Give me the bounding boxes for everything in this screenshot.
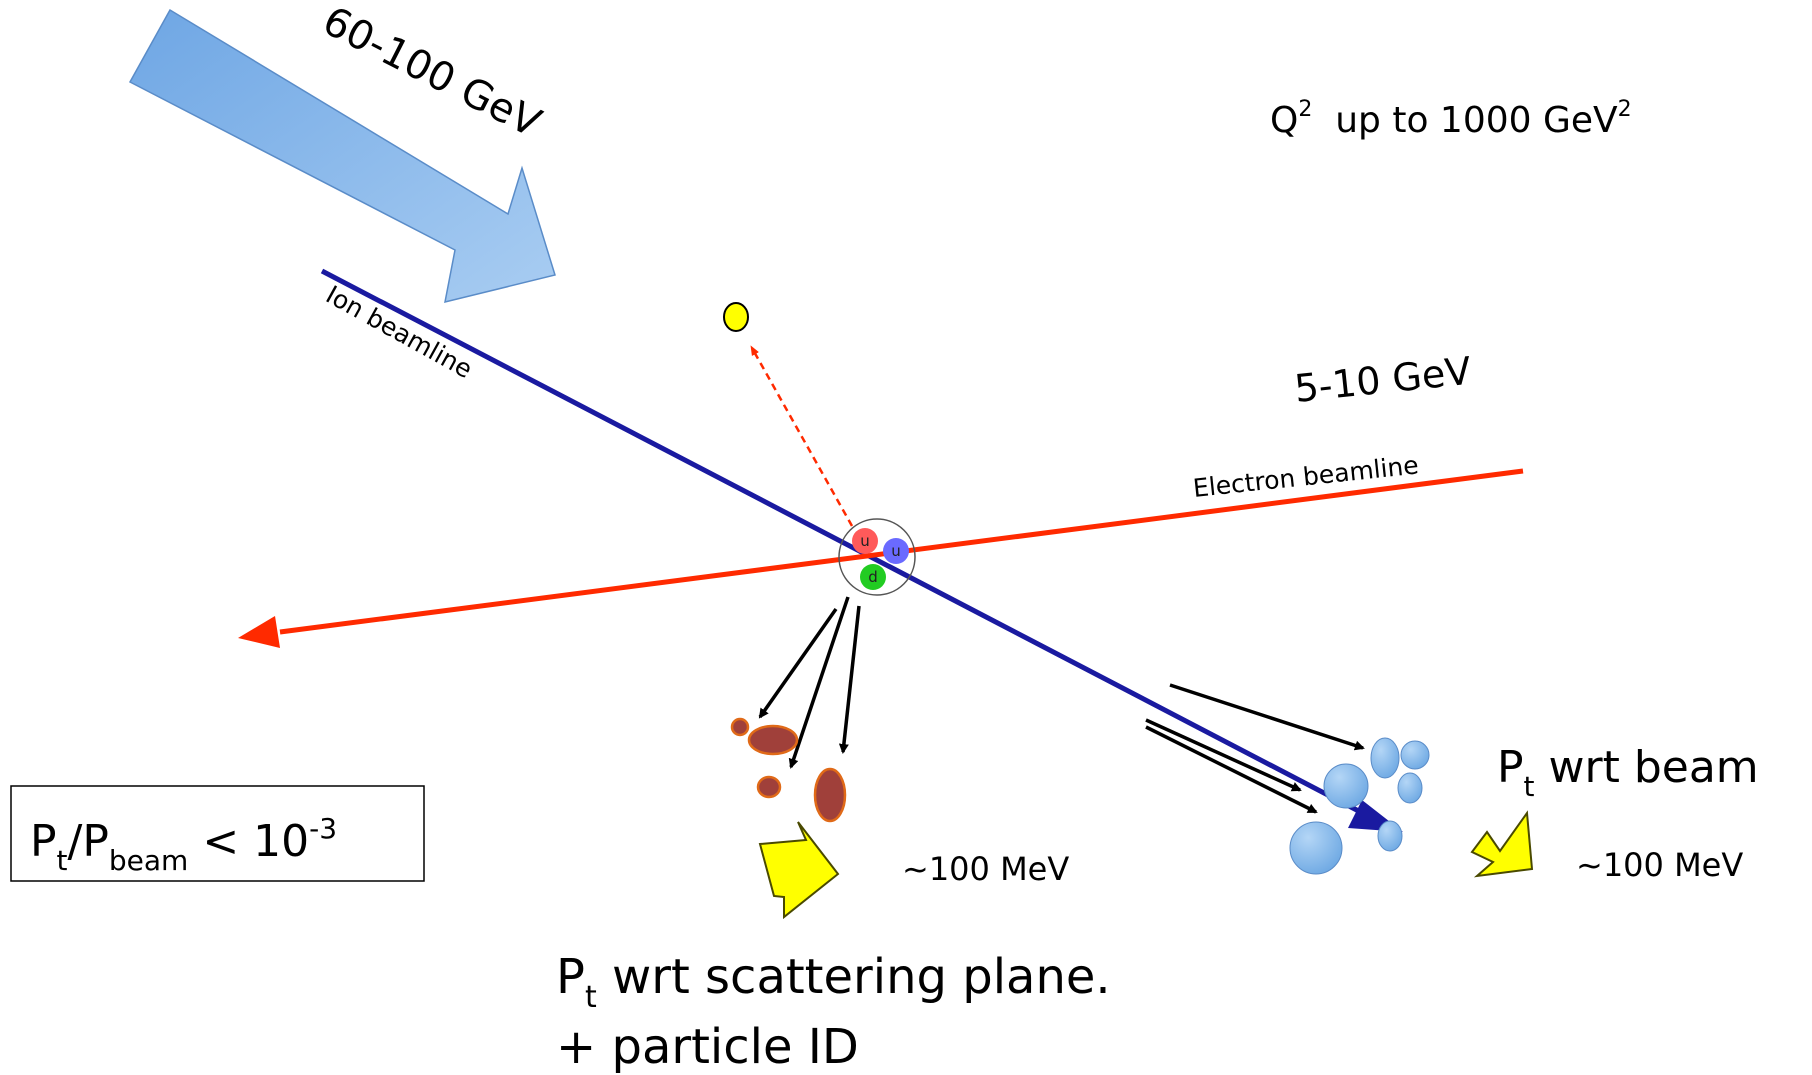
ratio-box [10,785,425,882]
q2-prefix: Q [1270,100,1298,141]
yellow-arrow-beam [1470,810,1534,878]
ratio-exp: -3 [309,812,337,845]
ratio-slash: /P [68,816,109,867]
q2-exp: 2 [1298,97,1312,122]
quark-u-blue [883,538,909,564]
hadron-blob-1 [730,717,750,737]
q2-unit-exp: 2 [1618,97,1632,122]
hadron-track-3 [838,605,861,754]
ratio-sub1: t [57,844,68,877]
scatter-energy-label: ~100 MeV [902,850,1069,888]
pt-beam-p: P [1497,742,1524,793]
pt-wrt-scattering-label: Pt wrt scattering plane. [556,949,1111,1015]
quark-u-red-label: u [860,532,870,550]
q2-middle: up to 1000 GeV [1312,100,1618,141]
beam-blob-4 [1323,763,1369,809]
hadron-track-1 [758,607,838,719]
ratio-p1: P [30,816,57,867]
beam-blob-3 [1397,772,1423,804]
beam-blob-1 [1370,737,1400,779]
quark-u-blue-label: u [891,542,901,560]
electron-beamline-arrowhead [238,616,280,648]
ion-beamline [320,268,1374,821]
ratio-sub2: beam [109,844,188,877]
hadron-blob-2 [747,724,799,756]
beam-track-3 [1145,725,1318,814]
beam-blob-5 [1377,820,1403,852]
nucleon-circle [838,518,916,596]
scattered-electron-track [750,345,854,527]
hadron-track-2 [788,596,850,769]
beam-track-2 [1145,718,1302,792]
hadron-blob-4 [813,767,847,823]
ion-beam-big-arrow [128,8,556,304]
beam-energy-label: ~100 MeV [1576,846,1743,884]
beam-blob-6 [1289,821,1343,875]
pt-beam-sub: t [1524,770,1535,803]
hadron-blob-3 [756,775,782,799]
q2-label: Q2 up to 1000 GeV2 [1270,97,1632,141]
ratio-label: Pt/Pbeam < 10-3 [30,812,337,877]
pt-scatter-sub: t [585,980,597,1015]
pt-scatter-rest: wrt scattering plane. [597,949,1111,1005]
pt-wrt-beam-label: Pt wrt beam [1497,742,1759,803]
quark-u-red [852,528,878,554]
beam-track-1 [1169,683,1365,751]
pt-scatter-p: P [556,949,585,1005]
beam-blob-2 [1400,740,1430,770]
ratio-lt: < 10 [188,816,309,867]
particle-id-label: + particle ID [556,1019,859,1075]
pt-beam-rest: wrt beam [1535,742,1759,793]
electron-beamline-label: Electron beamline [1192,450,1420,503]
quark-d-green [860,564,886,590]
yellow-arrow-scatter [758,821,840,920]
electron-energy-label: 5-10 GeV [1292,349,1473,411]
scattered-electron [723,302,749,332]
quark-d-green-label: d [868,568,878,586]
